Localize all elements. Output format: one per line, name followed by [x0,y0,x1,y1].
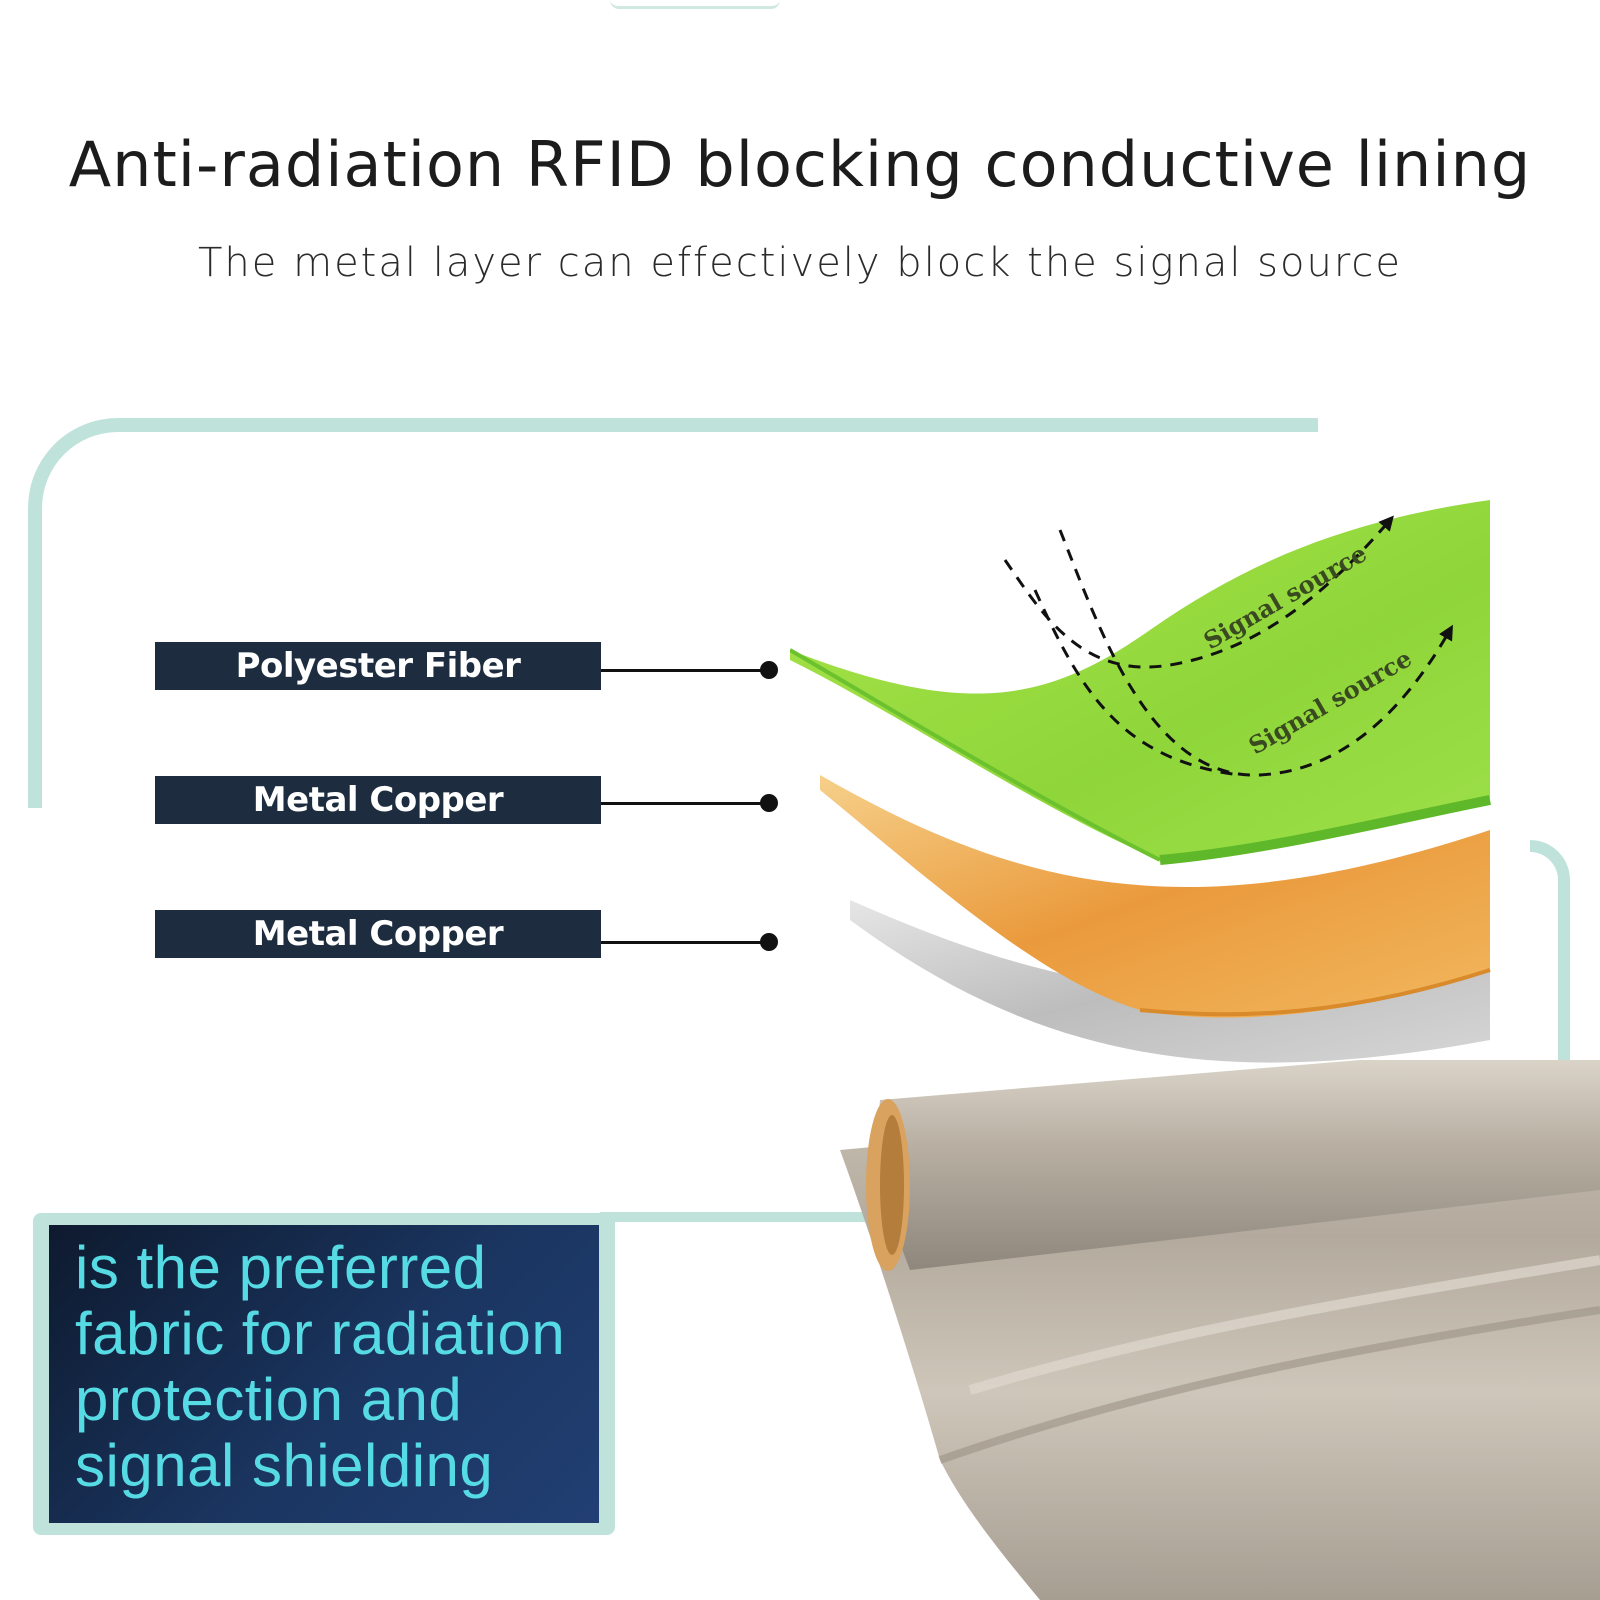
callout-box: is the preferred fabric for radiation pr… [33,1213,615,1535]
leader-line-metal-copper-2 [601,941,767,944]
fabric-roll-illustration [840,1060,1600,1600]
silver-layer [850,900,1490,1063]
decorative-frame-right [1530,840,1570,1070]
layer-label-metal-copper-2: Metal Copper [155,910,601,958]
callout-panel: is the preferred fabric for radiation pr… [49,1225,599,1523]
decorative-frame-bottom [600,1212,880,1222]
leader-dot-metal-copper-1 [760,794,778,812]
leader-line-polyester-fiber [601,669,767,672]
leader-dot-metal-copper-2 [760,933,778,951]
top-decorative-accent [610,0,780,9]
page-title: Anti-radiation RFID blocking conductive … [68,128,1532,201]
callout-line-4: signal shielding [75,1432,494,1499]
copper-layer [820,775,1490,1018]
decorative-frame-top [28,418,1318,808]
layer-stack-illustration: Signal source Signal source [790,500,1491,1063]
layer-label-polyester-fiber: Polyester Fiber [155,642,601,690]
callout-line-3: protection and [75,1366,463,1433]
signal-path-1 [1003,515,1394,669]
page-subtitle: The metal layer can effectively block th… [198,240,1402,286]
callout-line-2: fabric for radiation [75,1300,566,1367]
callout-text: is the preferred fabric for radiation pr… [75,1235,599,1499]
layer-label-metal-copper-1: Metal Copper [155,776,601,824]
leader-dot-polyester-fiber [760,661,778,679]
green-layer [790,500,1490,860]
callout-line-1: is the preferred [75,1234,487,1301]
leader-line-metal-copper-1 [601,802,767,805]
fabric-roll [879,1060,1600,1270]
